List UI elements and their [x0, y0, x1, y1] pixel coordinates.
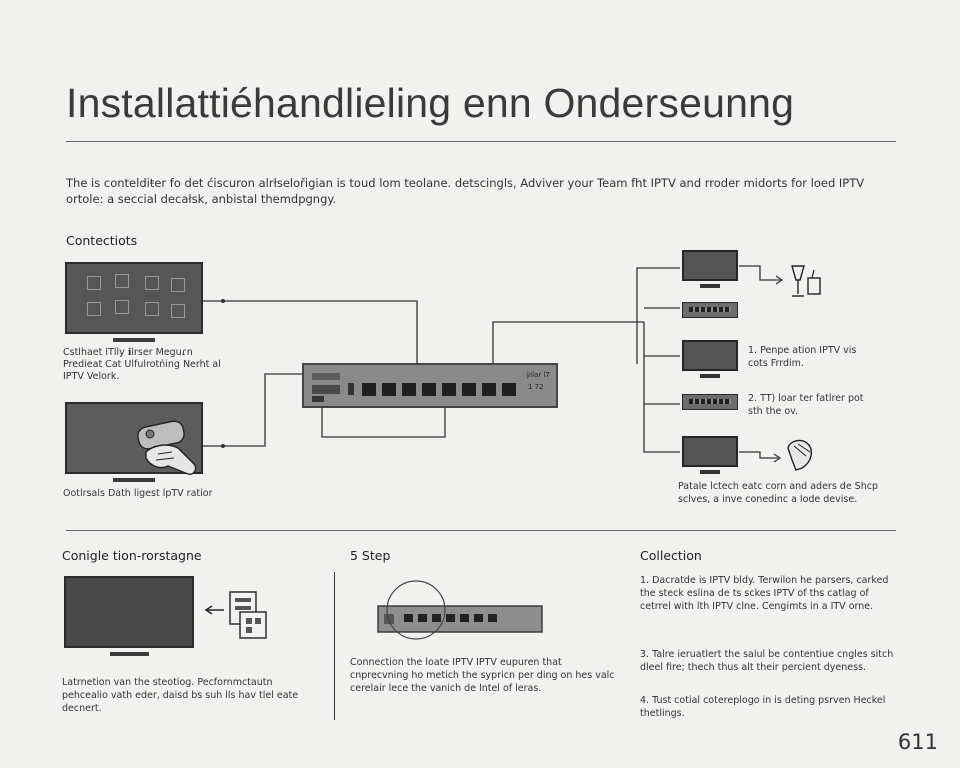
home-app-icon	[115, 274, 129, 288]
app-tile-icon	[87, 302, 101, 316]
ethernet-port-row	[362, 383, 522, 399]
ethernet-port	[502, 383, 516, 396]
section-rule	[66, 530, 896, 531]
step-2-number: 2.	[748, 393, 758, 404]
router-zoom-illustration	[377, 580, 543, 640]
ethernet-port	[382, 383, 396, 396]
col1-heading: Conigle tion-rorstagne	[62, 548, 202, 563]
col3-item-1-text: Dacratde is IPTV bldy. Terwilon he parse…	[640, 575, 889, 612]
monitor-1	[682, 250, 738, 288]
col3-item-3: 4. Tust cotial cotereplogo in is deting …	[640, 694, 902, 720]
col3-item-2-text: Talre ieruatlert the salul be contentiue…	[640, 649, 894, 673]
set-top-box-2	[682, 394, 738, 410]
connections-heading: Contectiots	[66, 233, 138, 248]
monitor-2	[682, 340, 738, 378]
col3-item-3-number: 4.	[640, 695, 650, 706]
app-tile-icon	[145, 276, 159, 290]
tv2-caption: Ootlrsals Dath ligest lpTV ratior	[63, 488, 213, 499]
page-title: Installattiéhandlieling enn Onderseunng	[66, 80, 795, 126]
ethernet-port	[422, 383, 436, 396]
col3-heading: Collection	[640, 548, 702, 563]
monitor-3	[682, 436, 738, 474]
hand-remote-icon	[137, 420, 197, 476]
intro-paragraph: The is conteldiŧer fo det ćiscuron alrłs…	[66, 176, 865, 206]
set-top-box-1	[682, 302, 738, 318]
app-tile-icon	[171, 278, 185, 292]
app-tile-icon	[115, 300, 129, 314]
step-2-text: TT) loar ter fatlrer pot sth the ov.	[748, 393, 864, 417]
right-caption: Patale lctech eatc corn and aders de Shc…	[678, 481, 878, 505]
col3-item-1: 1. Dacratde is IPTV bldy. Terwilon he pa…	[640, 574, 902, 613]
column-divider	[334, 572, 335, 720]
col2-heading: 5 Step	[350, 548, 391, 563]
app-tile-icon	[145, 302, 159, 316]
title-rule	[66, 141, 896, 142]
ethernet-port	[402, 383, 416, 396]
col3-item-2-number: 3.	[640, 649, 650, 660]
router-label-a: ÿilar l7	[526, 371, 550, 379]
ethernet-port	[362, 383, 376, 396]
iptv-router: ÿilar l7 1 72	[302, 363, 558, 408]
glass-device-icon	[791, 265, 821, 297]
ethernet-port	[462, 383, 476, 396]
step-1-text: Penpe ation IPTV vis cots Frrdim.	[748, 345, 857, 369]
smart-tv-1	[65, 262, 203, 342]
router-label-b: 1 72	[528, 383, 544, 391]
hand-pointer-icon	[787, 439, 813, 471]
step-1-number: 1.	[748, 345, 758, 356]
col2-text: Connection the loate IPTV IPTV eupuren t…	[350, 657, 615, 694]
app-tile-icon	[87, 276, 101, 290]
col3-item-3-text: Tust cotial cotereplogo in is deting psr…	[640, 695, 886, 719]
ethernet-port	[442, 383, 456, 396]
page-number: 611	[897, 730, 938, 754]
tv1-caption: Cstlhaet lTlly ℹlrser Meguɾn Predieat Ca…	[63, 347, 221, 382]
col3-item-2: 3. Talre ieruatlert the salul be content…	[640, 648, 902, 674]
ethernet-port	[482, 383, 496, 396]
connection-lines	[203, 265, 784, 463]
col3-item-1-number: 1.	[640, 575, 650, 586]
step-2: 2. TT) loar ter fatlrer pot sth the ov.	[748, 392, 868, 418]
monitor-large	[64, 576, 194, 656]
step-1: 1. Penpe ation IPTV vis cots Frrdim.	[748, 344, 868, 370]
col1-text: Latrnetion van the steotiog. Pecfornmcta…	[62, 677, 299, 714]
app-tile-icon	[171, 304, 185, 318]
phone-tablet-icon	[204, 591, 267, 639]
